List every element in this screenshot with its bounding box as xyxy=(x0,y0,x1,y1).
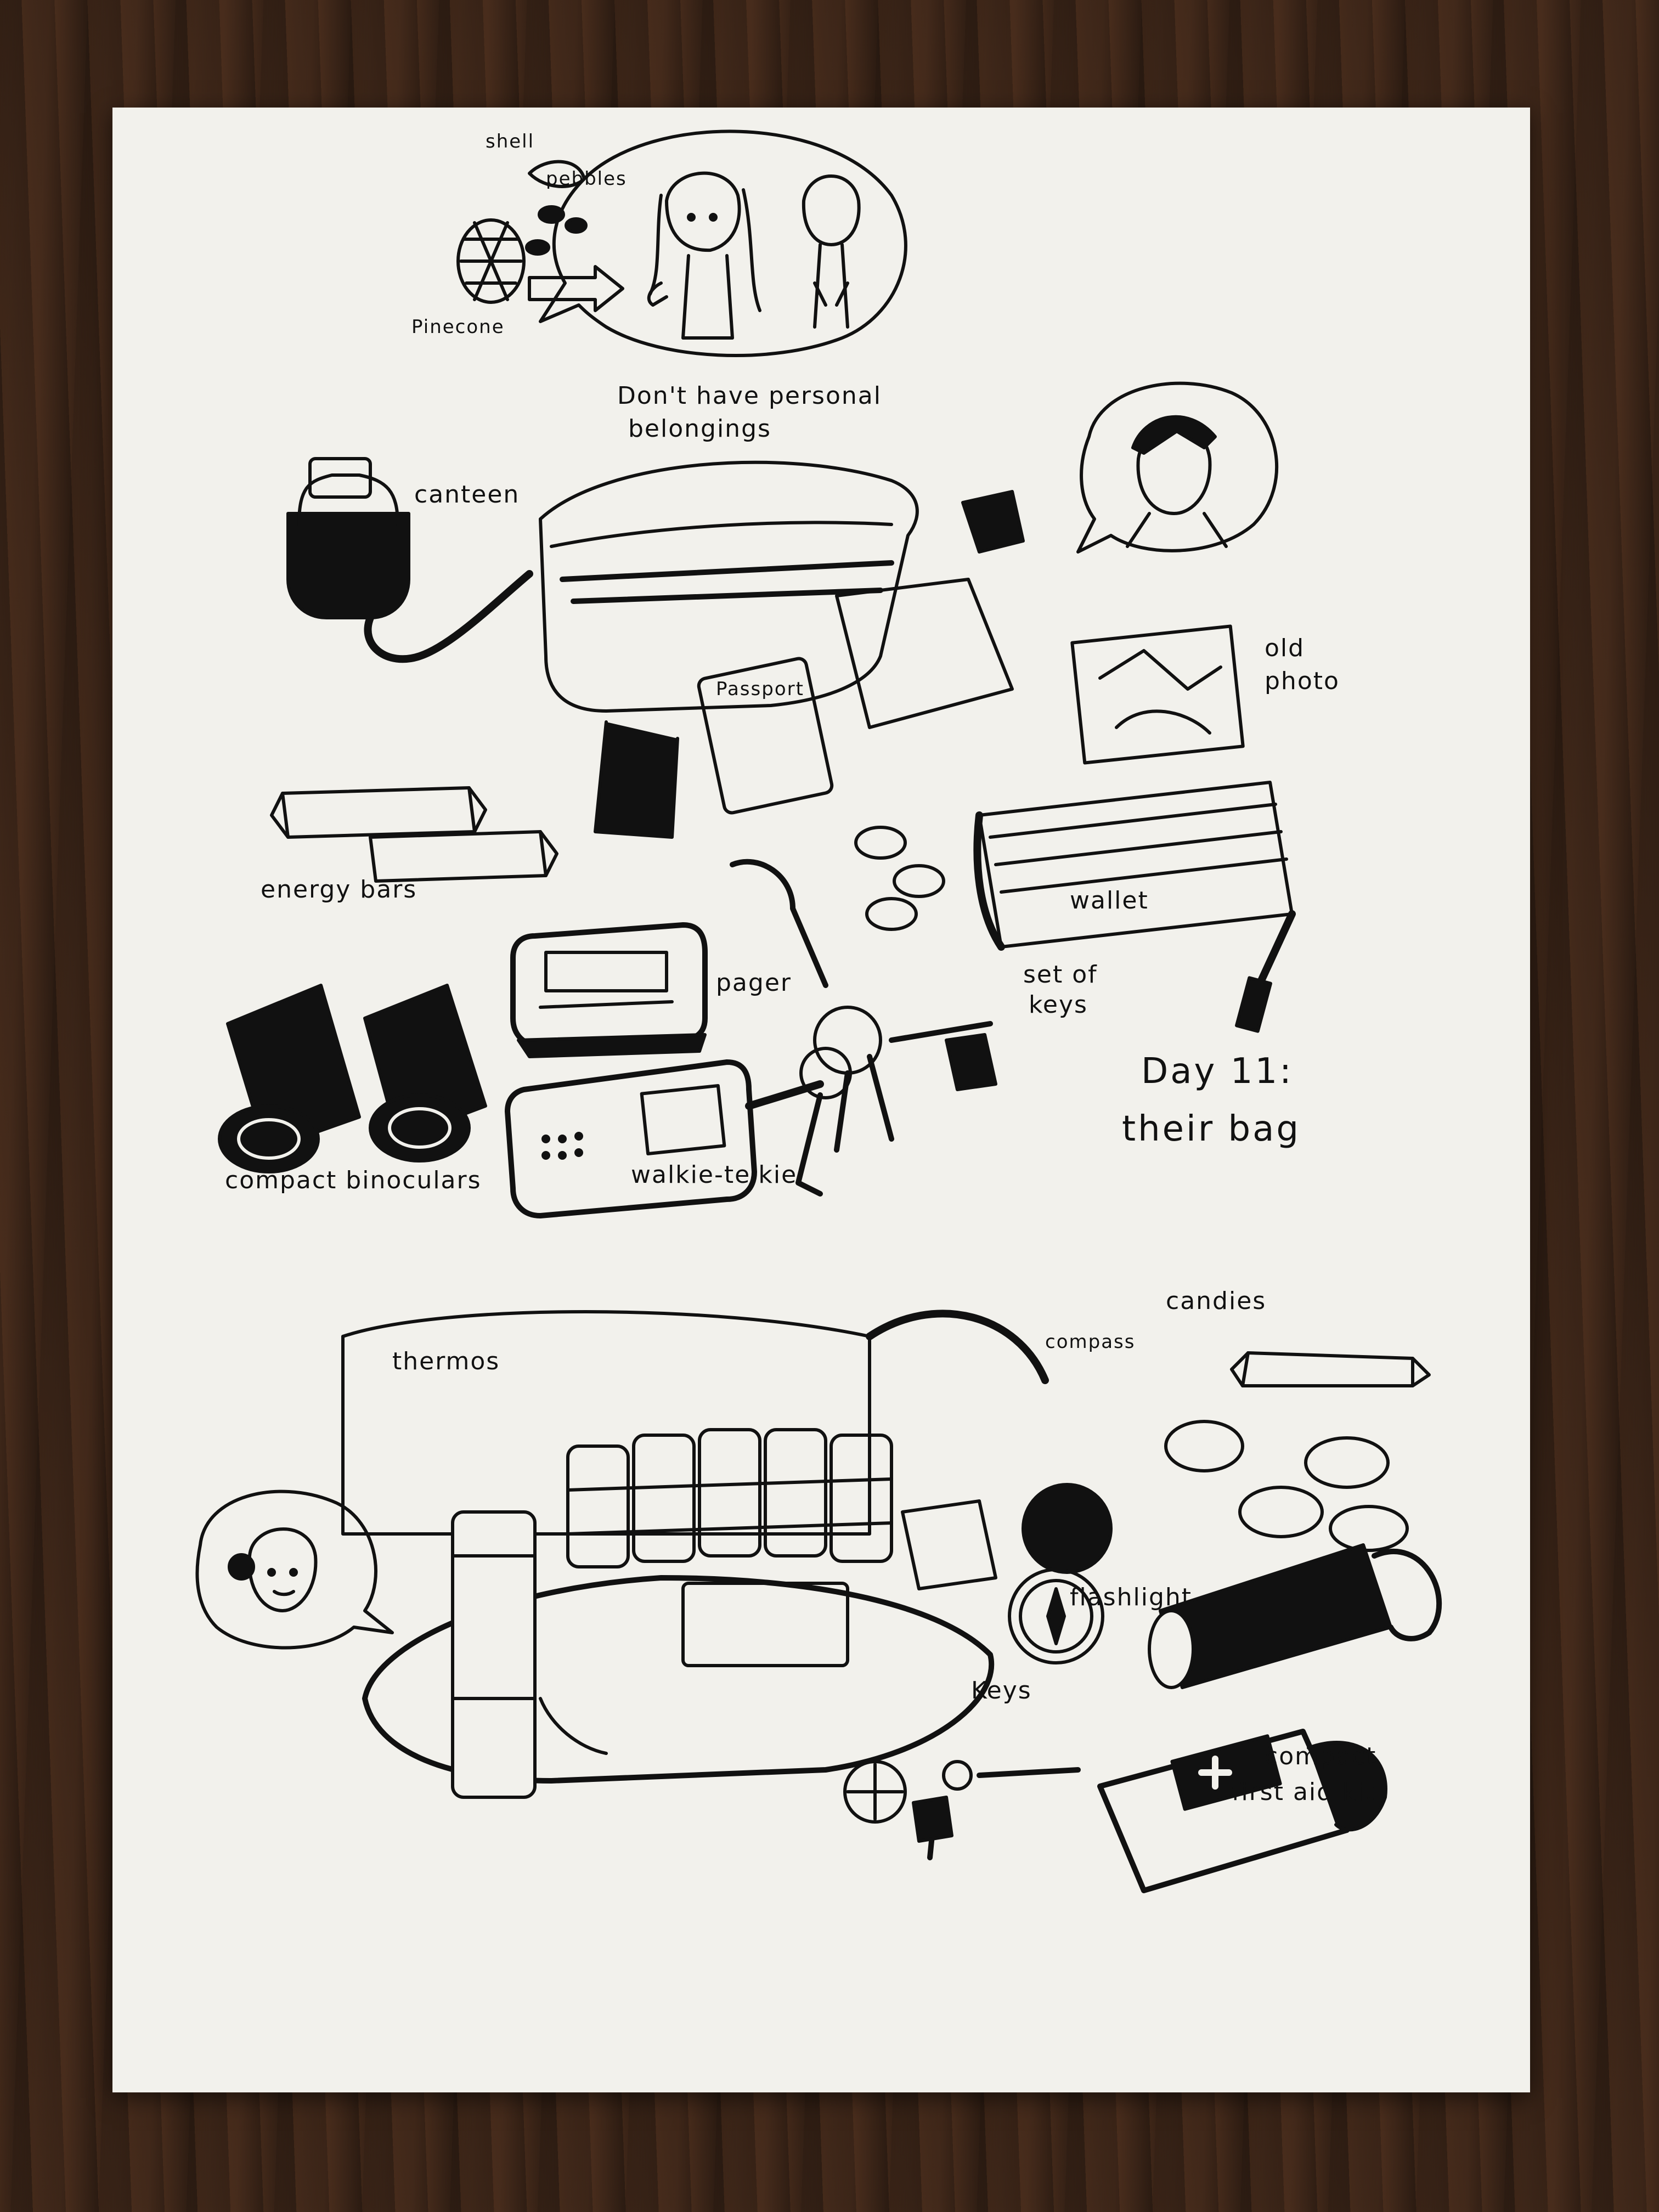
label-pinecone: Pinecone xyxy=(411,316,505,338)
label-old-photo-1: old xyxy=(1265,634,1305,662)
label-wallet: wallet xyxy=(1070,887,1149,915)
walkie-talkie xyxy=(505,1059,824,1218)
coins xyxy=(854,826,945,931)
label-shell: shell xyxy=(486,131,535,153)
label-compass: compass xyxy=(1045,1331,1136,1353)
portrait-bubble-girl xyxy=(195,1489,394,1650)
label-pager: pager xyxy=(716,969,792,997)
label-flashlight: flashlight xyxy=(1070,1583,1193,1611)
bottom-bag xyxy=(341,1310,1049,1799)
label-first-aid-2: first aid kit xyxy=(1232,1778,1376,1806)
label-walkie-telkie: walkie-telkie xyxy=(631,1161,798,1189)
sketch-paper: shell pebbles Pinecone Don't have person… xyxy=(112,108,1530,2092)
label-old-photo-2: photo xyxy=(1265,667,1340,695)
label-passport: Passport xyxy=(716,678,804,700)
label-compact-binoculars: compact binoculars xyxy=(225,1166,482,1194)
ink-drawings xyxy=(195,129,1442,1893)
label-set-of-keys-1: set of xyxy=(1023,961,1098,989)
label-candies: candies xyxy=(1166,1287,1267,1315)
speech-bubble-top xyxy=(539,129,907,357)
first-aid-kit xyxy=(1097,1729,1387,1893)
label-speech-line2: belongings xyxy=(628,415,771,443)
jars xyxy=(566,1428,893,1568)
pinecone-shell-pebbles xyxy=(456,160,624,312)
label-set-of-keys-2: keys xyxy=(1029,991,1088,1019)
label-keys: Keys xyxy=(971,1677,1032,1705)
keys-bottom xyxy=(843,1760,1081,1860)
candies xyxy=(1164,1351,1431,1552)
messenger-bag-top xyxy=(286,457,1025,839)
binoculars xyxy=(218,984,487,1173)
energy-bars xyxy=(270,786,558,883)
old-photo xyxy=(1070,624,1245,765)
pager xyxy=(510,922,708,1058)
page-title-line1: Day 11: xyxy=(1141,1051,1294,1092)
label-canteen: canteen xyxy=(414,481,520,509)
portrait-bubble-boy xyxy=(1076,381,1279,554)
wallet xyxy=(973,781,1296,1033)
label-first-aid-1: compact xyxy=(1265,1742,1377,1770)
label-speech-line1: Don't have personal xyxy=(617,382,882,410)
label-pebbles: pebbles xyxy=(546,168,627,190)
label-energy-bars: energy bars xyxy=(261,876,417,904)
compass xyxy=(1008,1483,1113,1664)
label-thermos: thermos xyxy=(392,1347,500,1375)
keychain xyxy=(730,859,997,1197)
page-title-line2: their bag xyxy=(1122,1109,1301,1149)
flashlight xyxy=(1148,1543,1442,1689)
